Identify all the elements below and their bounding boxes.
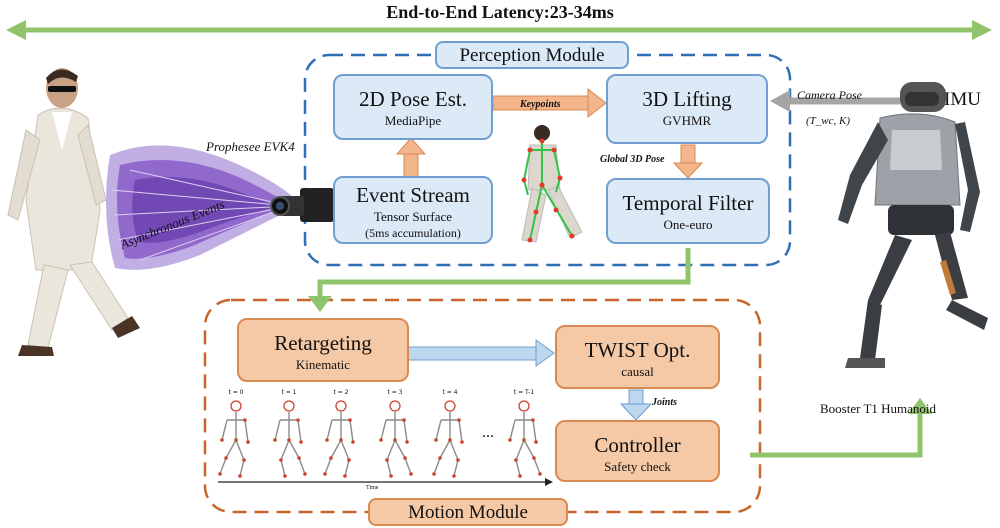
- camera-label: Prophesee EVK4: [206, 139, 295, 154]
- skeleton-frame: [273, 400, 307, 478]
- event-to-pose-arrow: [395, 137, 427, 179]
- frame-label: t = 0: [228, 389, 244, 396]
- lifting-box: 3D Lifting GVHMR: [606, 74, 768, 144]
- retargeting-box: Retargeting Kinematic: [237, 318, 409, 382]
- temporal-filter-sub: One-euro: [663, 217, 713, 232]
- frame-label: t = 4: [442, 389, 458, 396]
- skeleton-frame: [432, 400, 464, 478]
- temporal-filter-title: Temporal Filter: [622, 191, 754, 215]
- perception-module-title: Perception Module: [435, 41, 629, 69]
- time-axis: [218, 478, 553, 486]
- event-cloud: [106, 145, 300, 270]
- lifting-sub: GVHMR: [662, 113, 712, 128]
- twist-box: TWIST Opt. causal: [555, 325, 720, 389]
- pose-2d-box: 2D Pose Est. MediaPipe: [333, 74, 493, 140]
- imu-label: IMU: [944, 89, 981, 110]
- joints-label: Joints: [652, 397, 678, 408]
- skeleton-sequence: [218, 400, 542, 478]
- frame-label: t = 2: [333, 389, 349, 396]
- controller-title: Controller: [594, 433, 681, 457]
- latency-arrow: [6, 20, 992, 40]
- latency-title: End-to-End Latency:23-34ms: [386, 2, 614, 22]
- event-stream-sub1: Tensor Surface: [373, 209, 453, 224]
- skeleton-person-illustration: [521, 125, 583, 243]
- event-stream-title: Event Stream: [356, 183, 470, 207]
- skeleton-frame: [379, 400, 413, 478]
- controller-sub: Safety check: [604, 459, 671, 474]
- keypoints-arrow: [492, 87, 607, 119]
- skeleton-frame: [218, 400, 250, 478]
- temporal-filter-box: Temporal Filter One-euro: [606, 178, 770, 244]
- skeleton-frame: [508, 400, 542, 478]
- event-camera-icon: [270, 188, 334, 222]
- camera-pose-label: Camera Pose: [797, 88, 862, 102]
- motion-module-title: Motion Module: [368, 498, 568, 526]
- controller-box: Controller Safety check: [555, 420, 720, 482]
- retargeting-sub: Kinematic: [295, 357, 351, 372]
- lifting-title: 3D Lifting: [642, 87, 732, 111]
- frames-ellipsis: ...: [482, 424, 494, 441]
- humanoid-robot-illustration: [838, 82, 988, 368]
- frame-label: t = T-1: [513, 389, 535, 396]
- lifting-to-filter-arrow: [672, 144, 704, 179]
- pose-2d-sub: MediaPipe: [384, 113, 442, 128]
- robot-label: Booster T1 Humanoid: [820, 401, 937, 416]
- twist-title: TWIST Opt.: [584, 338, 691, 362]
- twist-sub: causal: [621, 364, 654, 379]
- time-label: Time: [366, 485, 379, 491]
- pose-2d-title: 2D Pose Est.: [359, 87, 467, 111]
- event-stream-sub2: (5ms accumulation): [365, 226, 461, 240]
- keypoints-label: Keypoints: [520, 99, 561, 110]
- retarget-to-twist-arrow: [407, 339, 555, 367]
- walking-human-illustration: [7, 68, 140, 356]
- twist-to-controller-arrow: [619, 389, 653, 421]
- perception-to-motion-arrow: [317, 248, 691, 300]
- global-pose-label: Global 3D Pose: [600, 154, 665, 165]
- retargeting-title: Retargeting: [274, 331, 372, 355]
- camera-pose-arrow: [770, 90, 900, 112]
- controller-to-robot-arrow: [750, 410, 923, 458]
- event-stream-box: Event Stream Tensor Surface (5ms accumul…: [333, 176, 493, 244]
- perception-module-frame: [303, 53, 792, 267]
- frame-label: t = 1: [281, 389, 297, 396]
- skeleton-frame: [323, 400, 355, 478]
- camera-pose-sub: (T_wc, K): [806, 115, 850, 127]
- frame-label: t = 3: [387, 389, 403, 396]
